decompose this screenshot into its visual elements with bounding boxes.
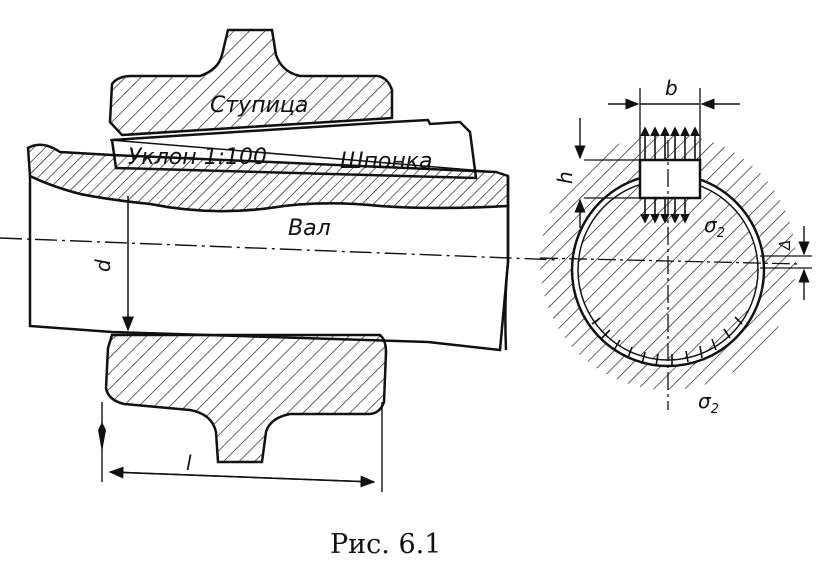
dimension-d-label: d xyxy=(91,259,115,272)
dimension-b-label: b xyxy=(665,76,678,100)
hub-lower-section xyxy=(104,333,388,464)
key-stress-arrows xyxy=(640,126,700,224)
shaft-axis-line xyxy=(0,237,561,261)
dimension-h-label: h xyxy=(553,171,577,184)
dimension-l-label: l xyxy=(186,451,192,475)
left-edge-mark xyxy=(98,422,106,452)
dimension-delta-label: Δ xyxy=(776,240,794,251)
shaft-end-line xyxy=(504,176,510,351)
sigma-top-label: σ2 xyxy=(704,213,725,241)
slope-label: Уклон 1:100 xyxy=(128,145,267,170)
contact-pressure-arrows xyxy=(591,316,743,367)
key-bottom-edge xyxy=(109,139,497,173)
key-cross-section xyxy=(638,158,702,200)
hub-label: Ступица xyxy=(210,93,308,118)
cross-section-h-axis xyxy=(539,257,801,265)
hub-upper-section xyxy=(108,28,394,137)
sigma-bottom-label: σ2 xyxy=(698,389,719,417)
shaft-body xyxy=(28,173,510,352)
shaft-label: Вал xyxy=(288,216,331,241)
figure-caption: Рис. 6.1 xyxy=(330,529,441,560)
key-label: Шпонка xyxy=(340,149,433,174)
